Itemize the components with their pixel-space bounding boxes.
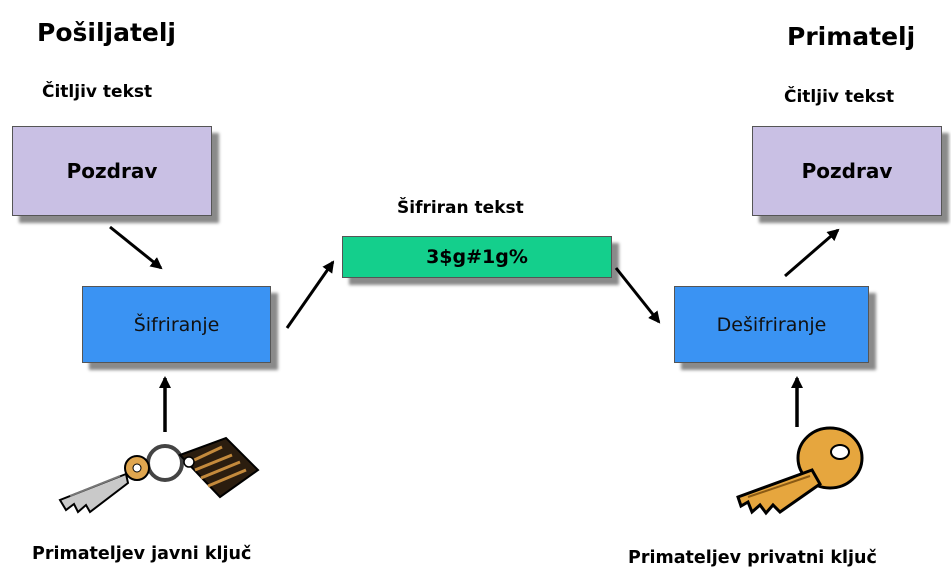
receiver-plaintext-text: Pozdrav [801, 159, 893, 183]
arrow-plaintext-to-encrypt [109, 225, 163, 270]
receiver-title: Primatelj [787, 22, 916, 51]
encrypt-process-box: Šifriranje [82, 286, 271, 363]
keyring-icon [58, 436, 260, 514]
decrypt-process-text: Dešifriranje [716, 313, 827, 336]
private-key-label: Primateljev privatni ključ [628, 548, 877, 568]
ciphertext-text: 3$g#1g% [426, 246, 528, 268]
receiver-plaintext-label: Čitljiv tekst [784, 87, 895, 107]
sender-plaintext-text: Pozdrav [66, 159, 158, 183]
sender-title: Pošiljatelj [37, 18, 177, 47]
receiver-plaintext-box: Pozdrav [752, 126, 942, 216]
arrow-encrypt-to-ciphertext [285, 260, 335, 329]
ciphertext-box: 3$g#1g% [342, 236, 612, 278]
arrow-ciphertext-to-decrypt [614, 267, 661, 324]
key-icon [736, 426, 864, 516]
decrypt-process-box: Dešifriranje [674, 286, 869, 363]
arrow-decrypt-to-plaintext [784, 228, 840, 278]
sender-plaintext-label: Čitljiv tekst [42, 82, 153, 102]
public-key-label: Primateljev javni ključ [32, 544, 252, 564]
encrypt-process-text: Šifriranje [133, 313, 220, 336]
sender-plaintext-box: Pozdrav [12, 126, 212, 216]
ciphertext-label: Šifriran tekst [397, 198, 524, 218]
